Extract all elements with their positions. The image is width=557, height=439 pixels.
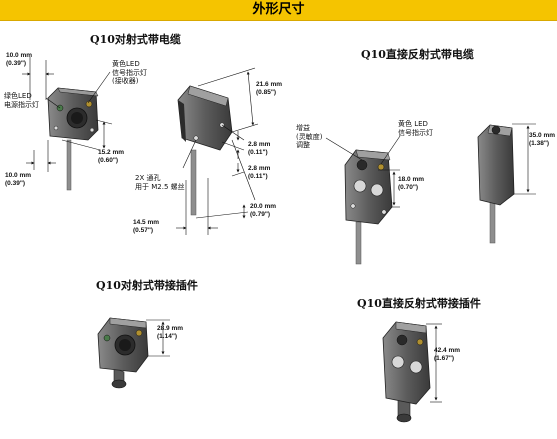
sensor-opposed-connector [97, 317, 149, 389]
dim-label: 35.0 mm(1.38") [529, 132, 556, 147]
dim-label: 42.4 mm(1.67") [434, 347, 461, 362]
sensor-opposed-cable-front [47, 87, 99, 191]
dim-label: 14.5 mm(0.57") [133, 219, 160, 234]
dim-label: 28.9 mm(1.14") [157, 325, 184, 340]
sensor-diffuse-connector [382, 321, 431, 423]
annotation-mount-hole: 2X 通孔用于 M2.5 螺丝 [135, 174, 185, 191]
dim-label: 10.0 mm(0.39") [5, 172, 32, 187]
section-title-diffuse-connector: Q10直接反射式带接插件 [357, 297, 481, 310]
dim-label: 2.8 mm(0.11") [248, 141, 271, 156]
dim-label: 21.6 mm(0.85") [256, 81, 283, 96]
sensor-diffuse-cable-side [477, 124, 515, 244]
dim-label: 20.0 mm(0.79") [250, 203, 277, 218]
header-bar [0, 0, 557, 21]
dim-label: 15.2 mm(0.60") [98, 149, 125, 164]
sensor-diffuse-cable-front [344, 149, 393, 265]
sensor-opposed-cable-side [177, 85, 233, 216]
section-title-diffuse-cable: Q10直接反射式带电缆 [361, 48, 474, 61]
page-title: 外形尺寸 [252, 2, 305, 17]
annotation-gain-adjust: 增益(灵敏度)调整 [296, 124, 323, 149]
section-title-opposed-cable: Q10对射式带电缆 [90, 33, 181, 46]
dim-label: 2.8 mm(0.11") [248, 165, 271, 180]
dim-label: 10.0 mm(0.39") [6, 52, 33, 67]
section-title-opposed-connector: Q10对射式带接插件 [96, 279, 198, 292]
dim-label: 18.0 mm(0.70") [398, 176, 425, 191]
